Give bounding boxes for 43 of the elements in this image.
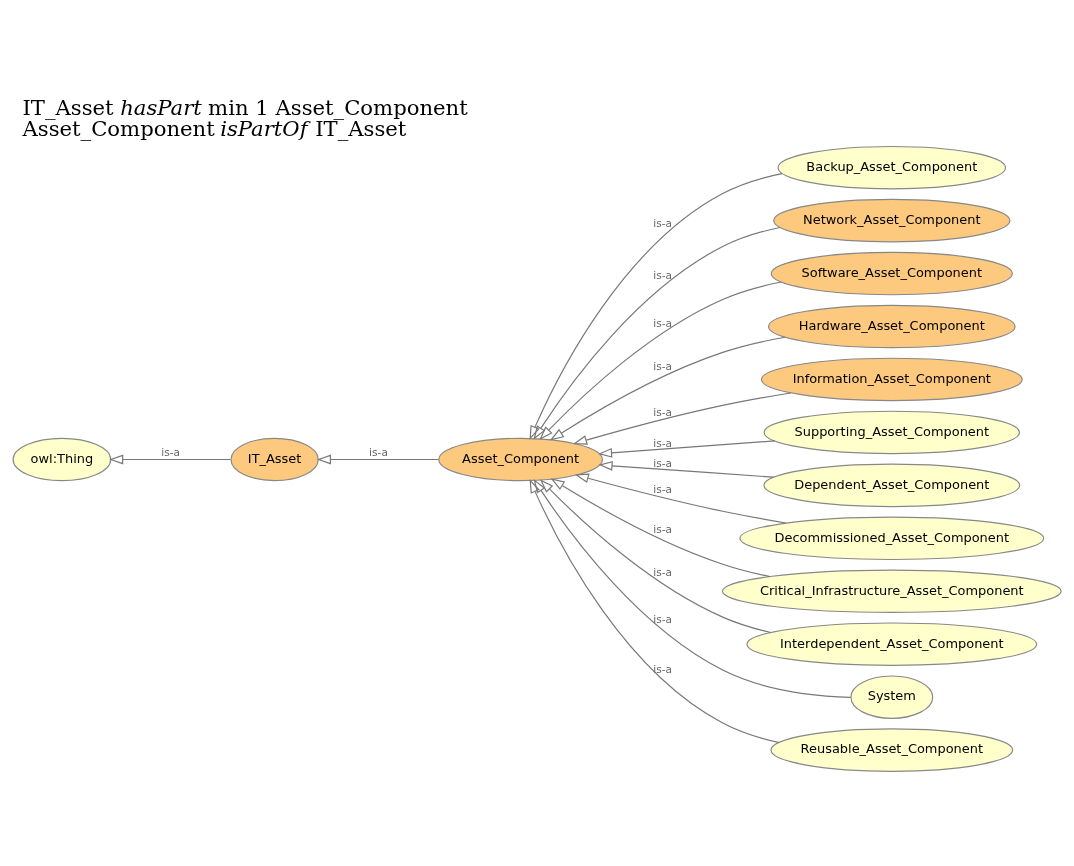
arrow bbox=[109, 454, 231, 465]
edge-label: is-a bbox=[653, 613, 673, 626]
edge-label: is-a bbox=[653, 268, 673, 281]
node-ellipse: Information_Asset_Component bbox=[760, 357, 1023, 402]
arrow bbox=[539, 281, 782, 440]
diagram-title: IT_Asset hasPart min 1 Asset_Component bbox=[22, 95, 468, 121]
edge-label: is-a bbox=[653, 436, 673, 449]
edge-label: is-a bbox=[653, 522, 673, 535]
node-ellipse: System bbox=[850, 675, 934, 719]
edge-label: is-a bbox=[369, 446, 388, 459]
node-ellipse: Hardware_Asset_Component bbox=[767, 304, 1016, 349]
arrow bbox=[549, 336, 786, 441]
arrow bbox=[533, 226, 781, 440]
arrow bbox=[539, 479, 772, 634]
edge-label: is-a bbox=[653, 406, 673, 419]
node-ellipse: Reusable_Asset_Component bbox=[770, 728, 1014, 772]
arrow bbox=[597, 440, 776, 458]
edge-label: is-a bbox=[653, 456, 673, 469]
arrow bbox=[574, 473, 787, 524]
edge-label: is-a bbox=[653, 316, 673, 329]
node-ellipse: Supporting_Asset_Component bbox=[763, 410, 1021, 455]
edge-label: is-a bbox=[653, 360, 673, 373]
edge-label: is-a bbox=[653, 482, 673, 495]
arrow bbox=[529, 478, 780, 744]
arrow bbox=[550, 478, 771, 578]
arrow bbox=[572, 392, 792, 445]
node-ellipse: Network_Asset_Component bbox=[773, 198, 1011, 243]
arrow bbox=[316, 454, 439, 465]
node-ellipse: Critical_Infrastructure_Asset_Component bbox=[721, 569, 1062, 614]
node-ellipse: Interdependent_Asset_Component bbox=[746, 622, 1038, 666]
edge-label: is-a bbox=[653, 216, 673, 229]
arrow bbox=[598, 460, 774, 478]
node-ellipse: Dependent_Asset_Component bbox=[763, 463, 1021, 508]
node-ellipse: Decommissioned_Asset_Component bbox=[739, 516, 1045, 561]
edge-label: is-a bbox=[653, 566, 673, 579]
node-ellipse: Backup_Asset_Component bbox=[777, 145, 1007, 190]
edge-label: is-a bbox=[653, 662, 673, 675]
node-ellipse: IT_Asset bbox=[230, 437, 319, 482]
node-ellipse: owl:Thing bbox=[12, 437, 112, 482]
arrow bbox=[529, 173, 783, 440]
node-ellipse: Software_Asset_Component bbox=[770, 251, 1013, 296]
arrow bbox=[533, 478, 852, 699]
edge-label: is-a bbox=[161, 446, 181, 459]
